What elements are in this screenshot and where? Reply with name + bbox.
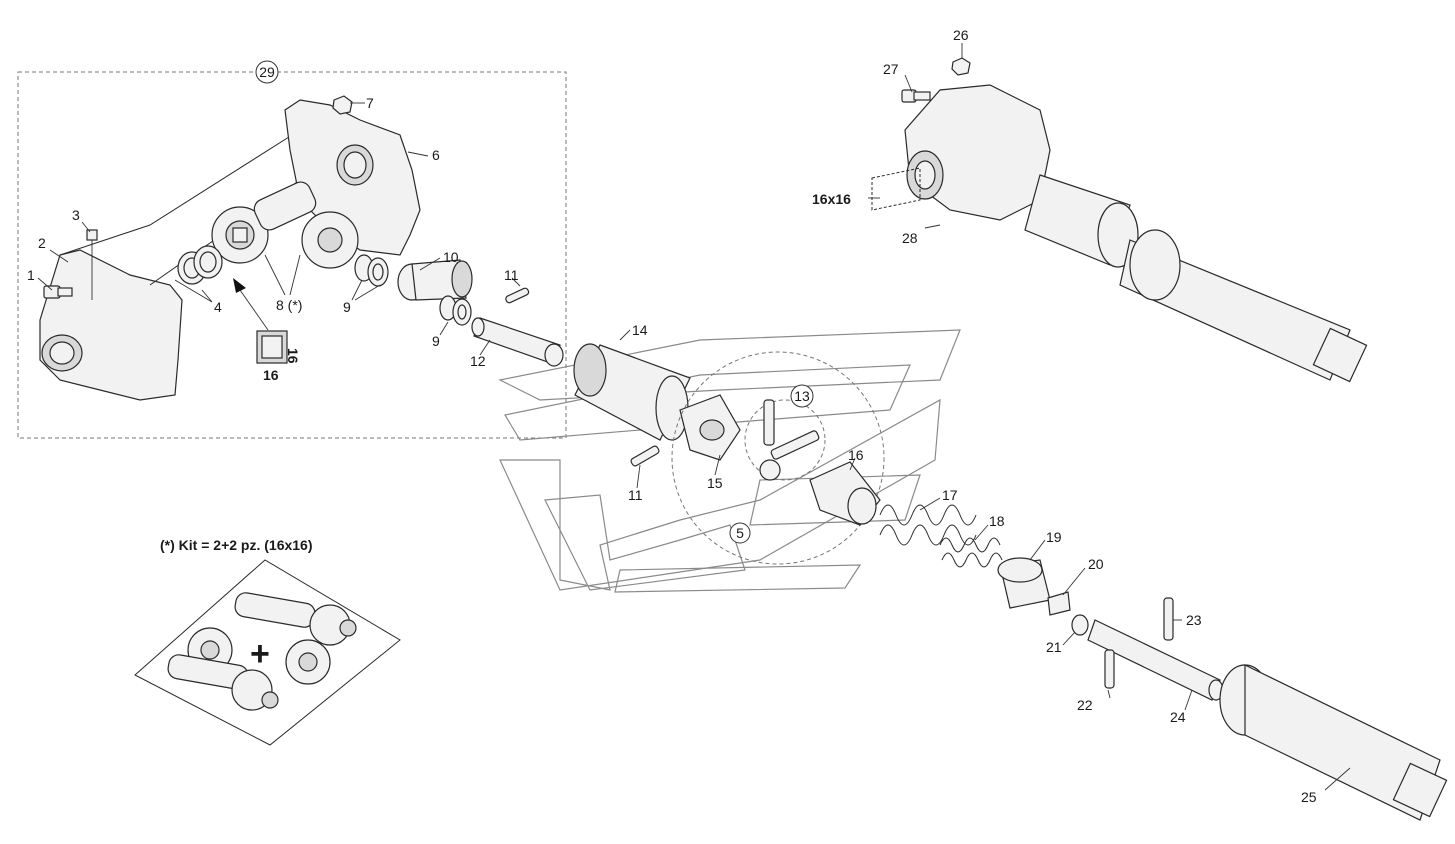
callout-10: 10 [443, 249, 459, 265]
callout-9a: 9 [343, 299, 351, 315]
bevel-gear-8a [211, 181, 317, 264]
callout-22: 22 [1077, 697, 1093, 713]
background-logo [498, 329, 961, 593]
spring-18 [939, 537, 1003, 568]
ring-21 [1071, 614, 1089, 636]
pin-22 [1104, 649, 1115, 689]
washers-9 [354, 254, 389, 287]
circled-callout-13: 13 [790, 384, 814, 408]
kit-gear-a [234, 592, 357, 646]
pin-23 [1163, 597, 1174, 641]
washers-9b [439, 295, 472, 326]
circled-callout-29: 29 [255, 60, 279, 84]
callout-17: 17 [942, 487, 958, 503]
clip-20 [1047, 591, 1071, 616]
gearbox-housing-left [39, 129, 301, 401]
callout-18: 18 [989, 513, 1005, 529]
svg-text:5: 5 [736, 525, 744, 541]
kit-plus-sign: + [250, 635, 270, 673]
cross-journal-13 [759, 399, 820, 481]
square-key-label-a: 16 [263, 367, 279, 383]
kit-title: (*) Kit = 2+2 pz. (16x16) [160, 537, 313, 553]
leader-lines [37, 43, 1351, 791]
callout-19: 19 [1046, 529, 1062, 545]
callout-12: 12 [470, 353, 486, 369]
shaft-24 [1087, 619, 1224, 701]
callout-21: 21 [1046, 639, 1062, 655]
circled-callout-5: 5 [729, 522, 751, 544]
washer-4 [177, 245, 223, 285]
group-29-frame [17, 71, 567, 439]
svg-text:29: 29 [259, 64, 275, 80]
bushing-19 [997, 557, 1051, 609]
grease-nipple-3 [86, 229, 98, 300]
pin-11a [505, 287, 530, 304]
square-key-16 [233, 278, 288, 364]
gearbox-28 [871, 84, 1051, 221]
shaft-12 [471, 317, 564, 367]
callout-8: 8 (*) [276, 297, 302, 313]
callout-24: 24 [1170, 709, 1186, 725]
callout-2: 2 [38, 235, 46, 251]
callout-11b: 11 [628, 487, 643, 503]
callout-20: 20 [1088, 556, 1104, 572]
pin-11b [630, 445, 660, 467]
kit-gear-d [167, 654, 279, 711]
callout-26: 26 [953, 27, 969, 43]
shaft-size-label: 16x16 [812, 191, 851, 207]
callout-28: 28 [902, 230, 918, 246]
callout-3: 3 [72, 207, 80, 223]
detail-circle-13 [744, 399, 826, 481]
callout-1: 1 [27, 267, 35, 283]
callout-9b: 9 [432, 333, 440, 349]
bevel-gear-8b [301, 211, 359, 269]
yoke-16 [809, 461, 881, 526]
bushing-10 [397, 259, 473, 301]
callout-labels: 1 2 3 4 7 6 8 (*) 9 10 9 11 12 14 11 15 … [27, 27, 1317, 805]
callout-7: 7 [366, 95, 374, 111]
callout-25: 25 [1301, 789, 1317, 805]
svg-text:13: 13 [794, 388, 810, 404]
bolt-27 [901, 89, 931, 103]
bolt-1 [43, 285, 73, 299]
spring-17 [879, 504, 977, 546]
guard-tube-14 [573, 343, 691, 441]
kit-bag-illustration [134, 559, 401, 746]
square-key-label-b: 16 [285, 348, 301, 364]
nut-26 [951, 57, 971, 76]
callout-15: 15 [707, 475, 723, 491]
callout-4: 4 [214, 299, 222, 315]
callout-14: 14 [632, 322, 648, 338]
tube-assembly-top [1024, 174, 1368, 383]
nut-7 [332, 95, 353, 115]
tube-25 [1219, 664, 1448, 821]
kit-gear-c [285, 639, 331, 685]
callout-11a: 11 [504, 267, 519, 283]
detail-circle-5 [671, 351, 885, 565]
callout-16: 16 [848, 447, 864, 463]
callout-27: 27 [883, 61, 899, 77]
callout-23: 23 [1186, 612, 1202, 628]
yoke-15 [679, 394, 741, 461]
callout-6: 6 [432, 147, 440, 163]
